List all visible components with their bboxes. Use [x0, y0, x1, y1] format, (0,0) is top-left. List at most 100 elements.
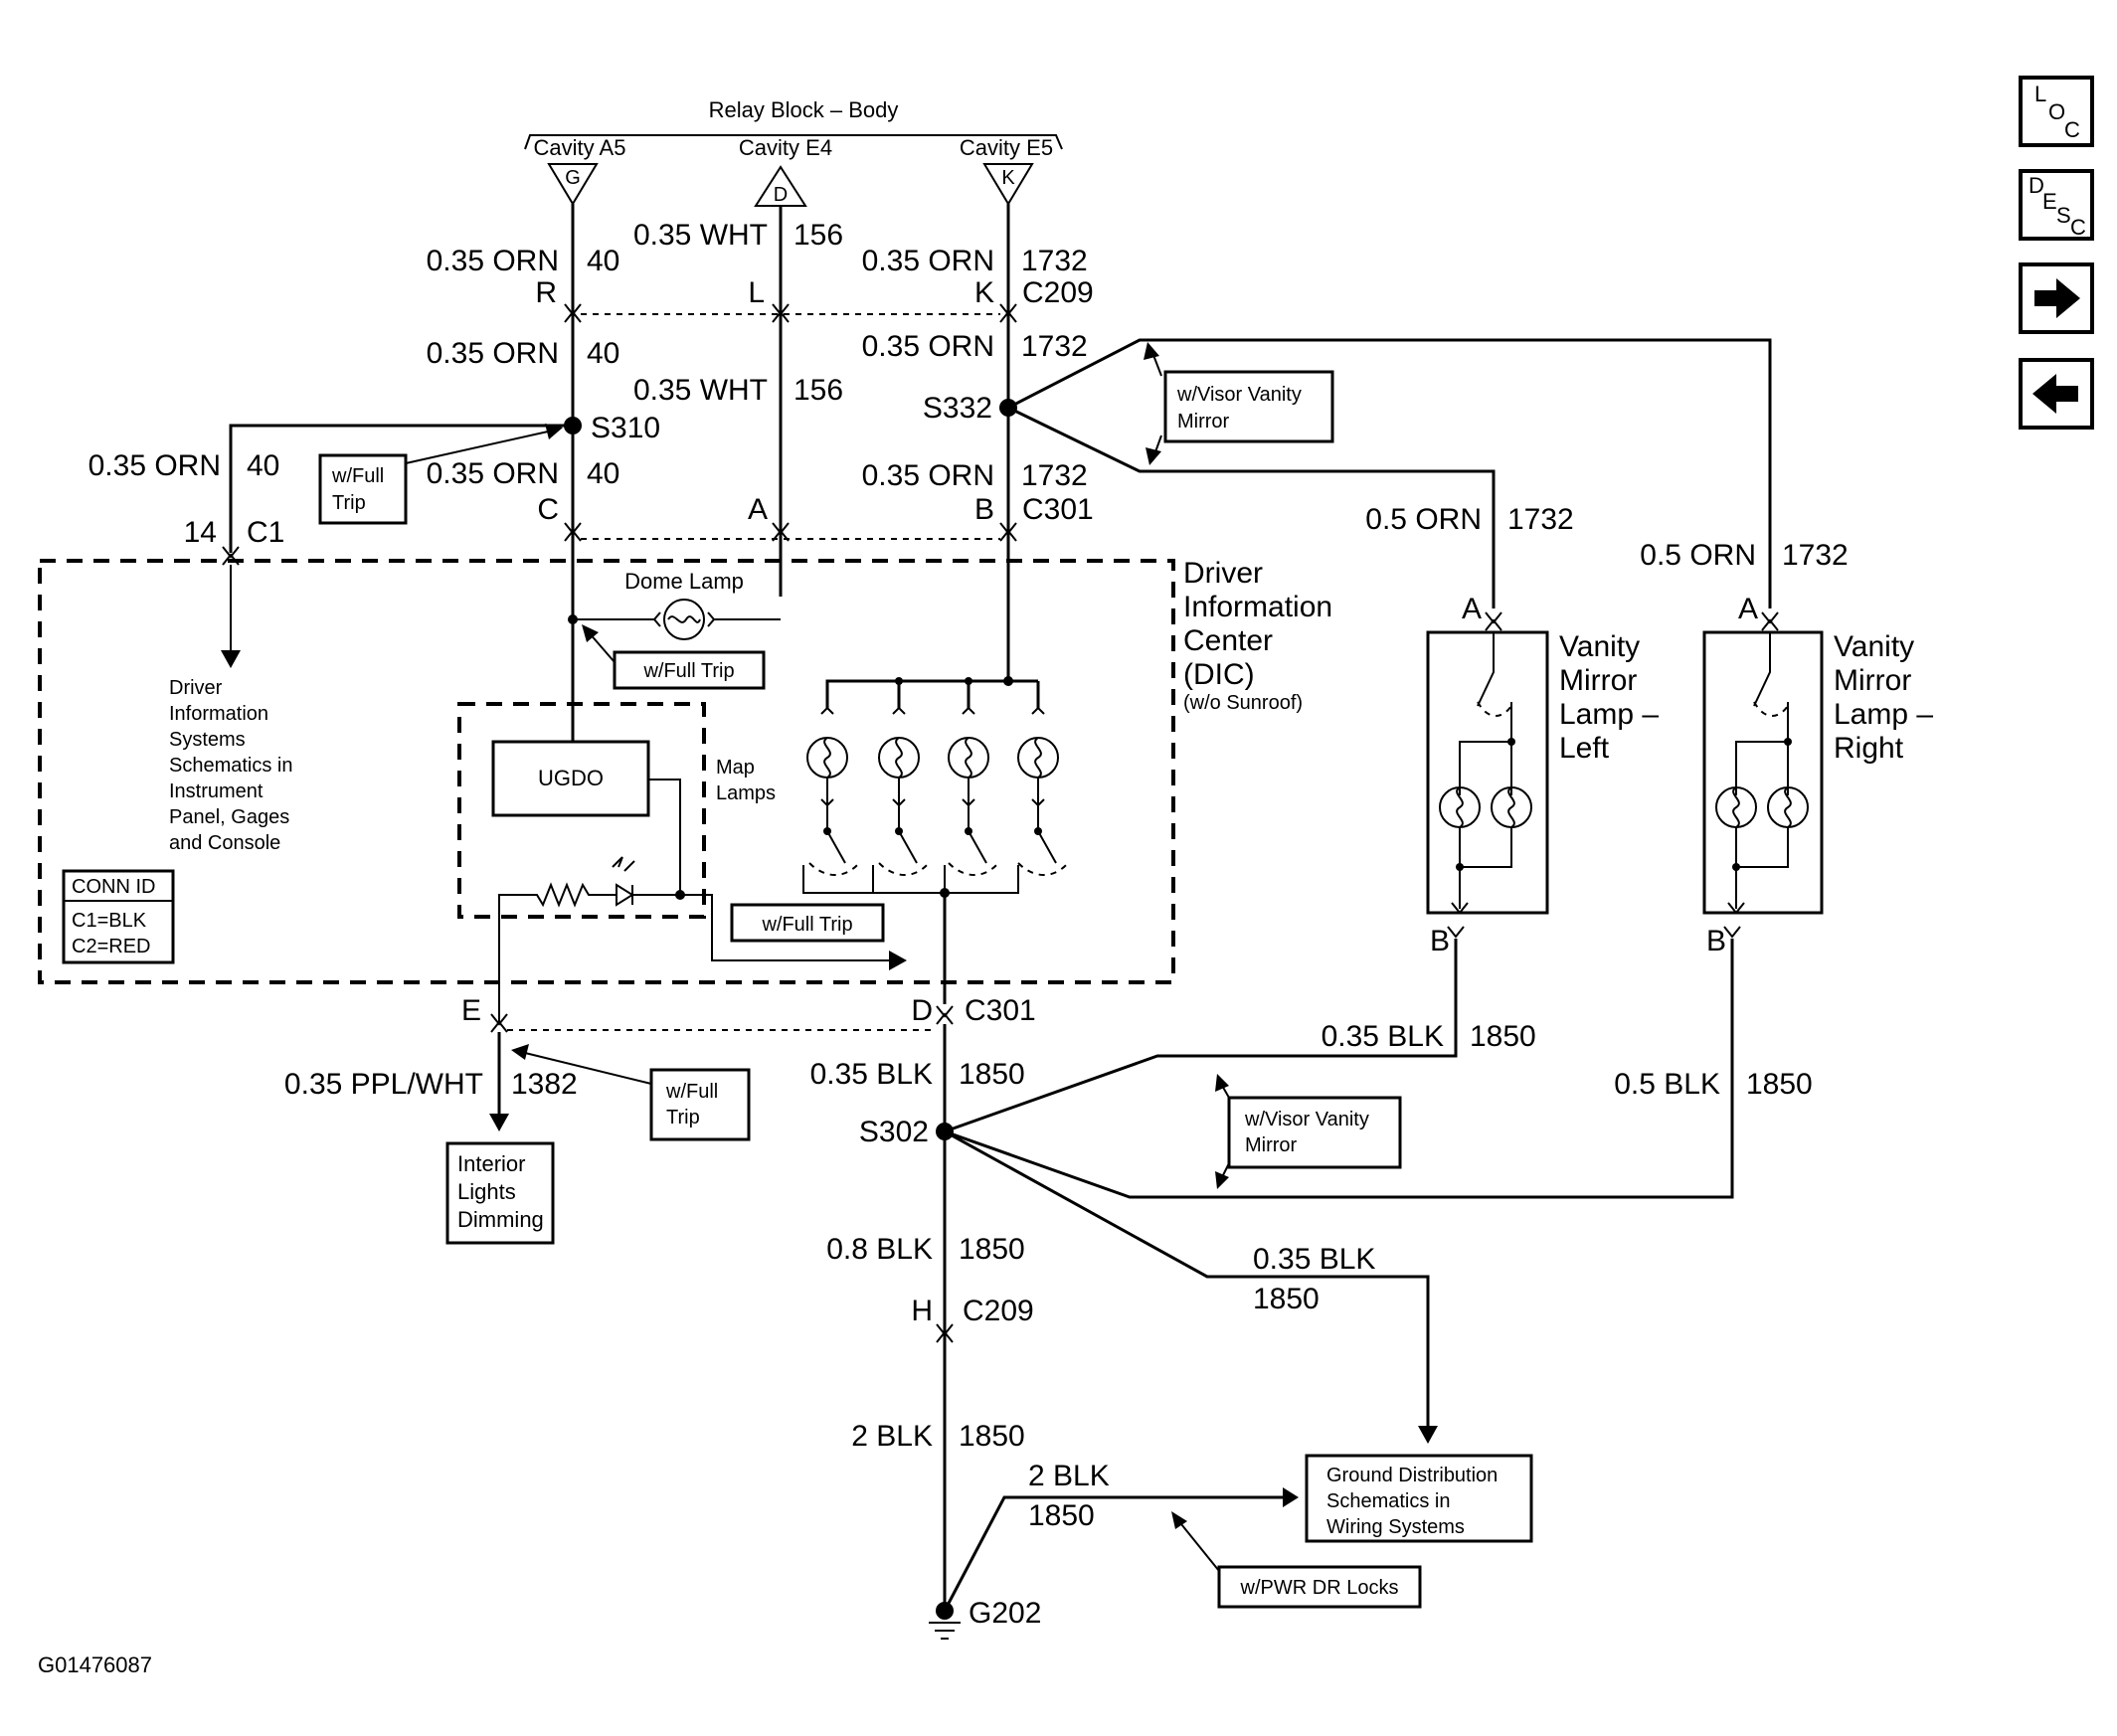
desc-letter-c: C: [2070, 215, 2086, 240]
loc-letter-l: L: [2034, 82, 2046, 106]
connector-c209-top: C209: [1022, 276, 1094, 309]
terminal-k: K: [1001, 167, 1015, 189]
wire-1850-circuit-a: 1850: [959, 1058, 1025, 1091]
connector-c301-top: C301: [1022, 493, 1094, 526]
option-full-trip-2: w/Full Trip: [642, 660, 734, 682]
description-button[interactable]: D E S C: [2019, 169, 2094, 241]
connector-c209-bottom: C209: [963, 1295, 1034, 1327]
map-lamp-bulb-4: [1017, 706, 1059, 864]
wire-1850-circuit-right: 1850: [1746, 1068, 1813, 1101]
wire-1850-circuit-gd: 1850: [1253, 1283, 1320, 1315]
vanity-right-line4: Right: [1834, 732, 1904, 765]
wire-1850-circuit-d: 1850: [1028, 1499, 1095, 1532]
wire-1732-circuit-left: 1732: [1507, 503, 1574, 536]
option-full-trip-4-line1: w/Full: [665, 1081, 718, 1103]
location-button[interactable]: L O C: [2019, 76, 2094, 147]
loc-letter-c: C: [2064, 117, 2080, 142]
wire-1850-gauge-d: 2 BLK: [1028, 1460, 1110, 1492]
wire-1732-circuit-right: 1732: [1782, 539, 1849, 572]
wire-1732-gauge-top: 0.35 ORN: [862, 245, 994, 277]
vanity-right-box: [1702, 630, 1824, 915]
ground-g202-dot: [936, 1602, 954, 1620]
map-lamp-bulb-2: [878, 706, 920, 864]
pin-c: C: [537, 493, 559, 526]
interior-dimming-line2: Lights: [457, 1179, 516, 1204]
wire-1850-gauge-left: 0.35 BLK: [1322, 1020, 1444, 1053]
pin-d: D: [911, 994, 933, 1027]
wire-1850-circuit-left: 1850: [1470, 1020, 1536, 1053]
next-page-button[interactable]: [2019, 262, 2094, 334]
wire-1850-gauge-b: 0.8 BLK: [826, 1233, 933, 1266]
loc-letter-o: O: [2048, 99, 2065, 124]
vanity-right-line3: Lamp –: [1834, 698, 1933, 731]
wire-40-circuit-branch: 40: [247, 449, 279, 482]
option-full-trip-4-line2: Trip: [666, 1107, 700, 1128]
desc-letter-s: S: [2056, 203, 2071, 228]
pin-left-a: A: [1462, 593, 1482, 625]
option-full-trip-3: w/Full Trip: [761, 914, 852, 936]
interior-dimming-line1: Interior: [457, 1151, 525, 1176]
ground-dist-line2: Schematics in: [1326, 1490, 1451, 1512]
map-lamps-line1: Map: [716, 757, 755, 779]
arrow-right-icon: [2034, 278, 2080, 318]
pin-a: A: [748, 493, 768, 526]
vanity-right-line2: Mirror: [1834, 664, 1911, 697]
wire-1850-gauge-right: 0.5 BLK: [1614, 1068, 1720, 1101]
option-visor-1-line2: Mirror: [1177, 411, 1230, 433]
dis-ref-line5: Instrument: [169, 781, 264, 802]
conn-id-c2: C2=RED: [72, 936, 150, 957]
vanity-left-line3: Lamp –: [1559, 698, 1659, 731]
wire-40-gauge-mid: 0.35 ORN: [427, 337, 559, 370]
dic-title-line3: Center: [1183, 624, 1273, 657]
wire-1850-gauge-c: 2 BLK: [851, 1420, 933, 1453]
dis-ref-line4: Schematics in: [169, 755, 293, 777]
terminal-g: G: [565, 167, 581, 189]
wire-40-circuit-mid: 40: [587, 337, 619, 370]
vanity-left-box: [1426, 630, 1549, 915]
cavity-a5-label: Cavity A5: [534, 135, 626, 160]
vanity-left-line1: Vanity: [1559, 630, 1640, 663]
dis-ref-line2: Information: [169, 703, 268, 725]
splice-s310: S310: [591, 412, 660, 444]
wire-1732-circuit-mid: 1732: [1021, 330, 1088, 363]
pin-b: B: [974, 493, 994, 526]
dic-note: (w/o Sunroof): [1183, 692, 1303, 714]
vanity-left-line4: Left: [1559, 732, 1610, 765]
wire-1850-circuit-b: 1850: [959, 1233, 1025, 1266]
option-visor-1-line1: w/Visor Vanity: [1176, 384, 1302, 406]
pin-l: L: [748, 276, 765, 309]
dis-ref-line1: Driver: [169, 677, 223, 699]
previous-page-button[interactable]: [2019, 358, 2094, 430]
pin-r: R: [535, 276, 557, 309]
wire-1732-gauge-right: 0.5 ORN: [1640, 539, 1756, 572]
map-lamps-line2: Lamps: [716, 782, 776, 804]
wire-156-gauge-mid: 0.35 WHT: [633, 374, 768, 407]
ground-dist-line1: Ground Distribution: [1326, 1465, 1498, 1486]
wire-40-circuit-low: 40: [587, 457, 619, 490]
figure-id: G01476087: [38, 1652, 152, 1677]
pin-right-b: B: [1706, 925, 1726, 957]
desc-letter-e: E: [2042, 189, 2057, 214]
connector-c1: C1: [247, 516, 284, 549]
wire-1732-circuit-top: 1732: [1021, 245, 1088, 277]
vanity-right-line1: Vanity: [1834, 630, 1914, 663]
dic-title-line2: Information: [1183, 591, 1332, 623]
wire-1732-gauge-low: 0.35 ORN: [862, 459, 994, 492]
wire-156-circuit-top: 156: [794, 219, 843, 252]
map-lamp-bulb-3: [948, 706, 989, 864]
dis-ref-line6: Panel, Gages: [169, 806, 289, 828]
ground-dist-line3: Wiring Systems: [1326, 1516, 1465, 1538]
wire-40-circuit-top: 40: [587, 245, 619, 277]
dis-ref-line7: and Console: [169, 832, 280, 854]
wire-1732-gauge-left: 0.5 ORN: [1365, 503, 1482, 536]
pin-h: H: [911, 1295, 933, 1327]
wire-156-circuit-mid: 156: [794, 374, 843, 407]
wire-156-gauge-top: 0.35 WHT: [633, 219, 768, 252]
wire-1850-circuit-c: 1850: [959, 1420, 1025, 1453]
cavity-e5-label: Cavity E5: [960, 135, 1053, 160]
terminal-d: D: [774, 184, 788, 206]
option-pwr-dr-locks: w/PWR DR Locks: [1240, 1577, 1399, 1599]
vanity-left-line2: Mirror: [1559, 664, 1637, 697]
splice-s302: S302: [859, 1116, 929, 1148]
